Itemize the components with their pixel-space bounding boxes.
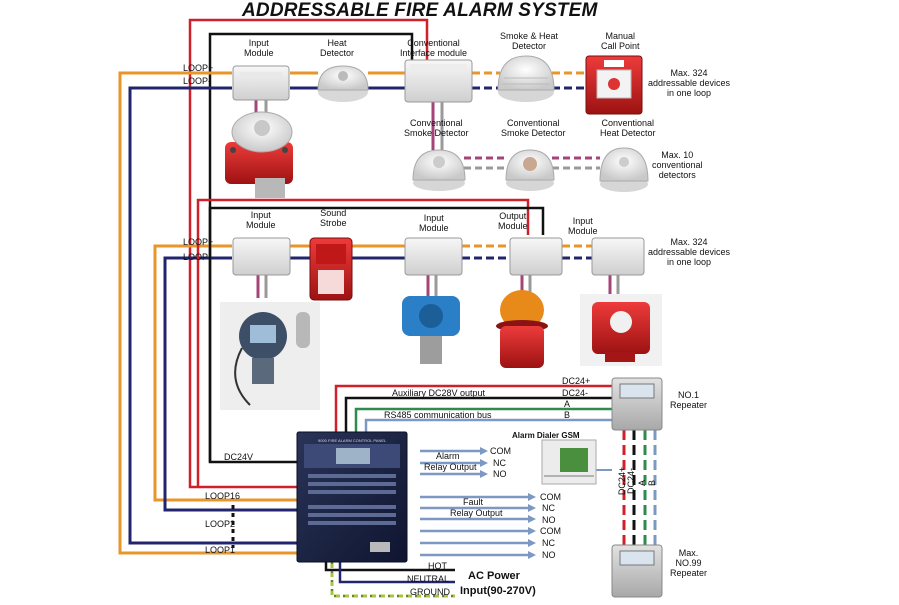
label-alarm-no: NO [493, 469, 507, 479]
bus-a [354, 407, 612, 432]
bus-b [364, 418, 612, 432]
conventional-smoke-detector-1 [412, 149, 466, 191]
panel-brand-text: 9000 FIRE ALARM CONTROL PANEL [318, 438, 387, 443]
label-input-module-2c: Input Module [568, 216, 598, 236]
label-dc24v: DC24V [224, 452, 254, 462]
bus-dc24minus [344, 396, 612, 432]
alarm-dialer-gsm [541, 439, 597, 485]
label-alarm-relay: Relay Output [424, 462, 477, 472]
relay-arrows [480, 447, 536, 559]
heat-detector-top [317, 65, 369, 102]
loop-minus-upper: LOOP- [183, 76, 212, 86]
loop1-label: LOOP1 [205, 545, 236, 555]
label-vert-a: A [637, 479, 648, 487]
label-vert-dc24minus: DC24- [626, 467, 637, 495]
label-repeater-no1: NO.1 Repeater [670, 390, 708, 410]
label-alarm-nc: NC [493, 458, 506, 468]
gas-detector [220, 302, 320, 410]
label-conventional-interface: Conventional Interface module [400, 38, 468, 58]
label-alarm: Alarm [436, 451, 460, 461]
input-module-2b [404, 237, 463, 276]
ground-wire [330, 562, 455, 598]
output-module-black-wire [208, 206, 545, 462]
label-aux: Auxiliary DC28V output [392, 388, 486, 398]
label-ac-power: AC Power [468, 570, 520, 582]
label-conv-smoke-1: Conventional Smoke Detector [404, 118, 469, 138]
label-rs485: RS485 communication bus [384, 410, 492, 420]
label-fault-nc2: NC [542, 538, 555, 548]
fire-alarm-control-panel [296, 431, 408, 563]
loop16-label: LOOP16 [205, 491, 241, 501]
loop16-orange-wire [153, 244, 297, 502]
label-max-conv: Max. 10 conventional detectors [652, 150, 703, 180]
label-alarm-com: COM [490, 446, 511, 456]
conventional-line [464, 156, 600, 170]
top-loop-segments [290, 71, 586, 90]
explosion-proof-detector [225, 111, 293, 198]
smoke-heat-detector [497, 55, 555, 102]
label-fault-nc1: NC [542, 503, 555, 513]
loop-plus-upper: LOOP+ [183, 63, 214, 73]
output-module-red-wire [196, 198, 530, 487]
label-max-top: Max. 324 addressable devices in one loop [648, 68, 731, 98]
label-fault: Fault [463, 497, 484, 507]
hot-wire [324, 562, 455, 572]
loop1-orange-wire [118, 71, 297, 555]
label-fault-no1: NO [542, 515, 556, 525]
repeater-no1 [611, 377, 663, 431]
conventional-smoke-detector-2 [505, 149, 555, 191]
page-title: ADDRESSABLE FIRE ALARM SYSTEM [242, 0, 598, 21]
loop-plus-lower: LOOP+ [183, 237, 214, 247]
label-smoke-heat: Smoke & Heat Detector [500, 31, 559, 51]
label-ac-input: Input(90-270V) [460, 585, 536, 597]
label-max-second: Max. 324 addressable devices in one loop [648, 237, 731, 267]
input-module-top [232, 65, 290, 101]
label-a: A [564, 399, 571, 409]
label-ground: GROUND [410, 587, 450, 597]
sound-strobe [309, 237, 353, 301]
label-conv-heat: Conventional Heat Detector [600, 118, 656, 138]
manual-call-point [585, 55, 643, 115]
beacon [496, 290, 548, 368]
loop2-label: LOOP2 [205, 519, 236, 529]
conventional-interface-module [404, 59, 473, 103]
repeater-no99 [611, 544, 663, 598]
blue-explosion-proof-module [402, 296, 460, 364]
loop-minus-lower: LOOP- [183, 252, 212, 262]
conventional-heat-detector [599, 147, 649, 192]
label-neutral: NEUTRAL [407, 574, 450, 584]
input-module-2c [591, 237, 645, 276]
label-vert-b: B [647, 479, 658, 487]
label-input-module-top: Input Module [244, 38, 274, 58]
output-module [509, 237, 563, 276]
label-fault-com2: COM [540, 526, 561, 536]
label-dialer: Alarm Dialer GSM [512, 431, 580, 440]
red-explosion-proof-call-point [580, 294, 662, 366]
relay-lines [420, 449, 528, 557]
label-sound-strobe: Sound Strobe [320, 208, 347, 228]
label-output-module: Output Module [498, 211, 528, 231]
label-input-module-2b: Input Module [419, 213, 449, 233]
label-b: B [564, 410, 571, 420]
loop1-navy-wire [128, 86, 297, 545]
label-fault-relay: Relay Output [450, 508, 503, 518]
label-dc24-plus: DC24+ [562, 376, 591, 386]
label-dc24-minus: DC24- [562, 388, 589, 398]
label-fault-no2: NO [542, 550, 556, 560]
input-module-2a [232, 237, 291, 276]
label-repeater-no99: Max. NO.99 Repeater [670, 548, 708, 578]
label-call-point: Manual Call Point [601, 31, 640, 51]
label-hot: HOT [428, 561, 447, 571]
label-fault-com1: COM [540, 492, 561, 502]
repeater-vertical-bus [622, 430, 657, 545]
black-power-wire [208, 32, 414, 464]
red-power-wire [188, 18, 429, 489]
label-heat-detector: Heat Detector [320, 38, 355, 58]
label-input-module-2a: Input Module [246, 210, 276, 230]
second-loop-segments [290, 244, 592, 260]
label-conv-smoke-2: Conventional Smoke Detector [501, 118, 566, 138]
bus-dc24plus [334, 384, 612, 432]
neutral-wire [338, 562, 455, 584]
